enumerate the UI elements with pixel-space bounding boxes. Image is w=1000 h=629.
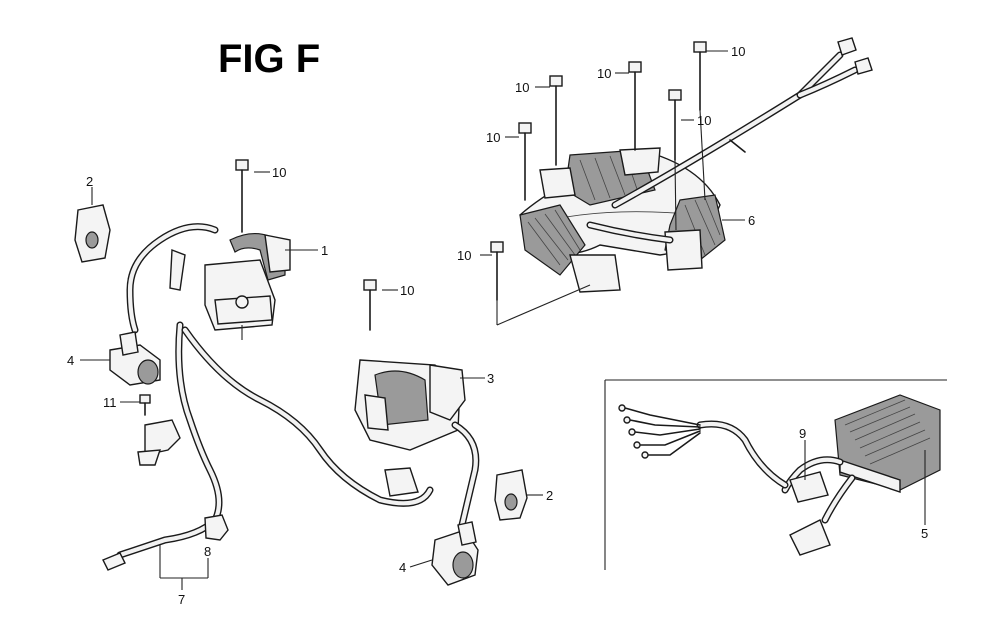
callout-4-plug-cap-upper: 4: [67, 353, 74, 368]
callout-10-bolt: 10: [486, 130, 500, 145]
callout-10-bolt: 10: [515, 80, 529, 95]
callout-1-ignition-coil: 1: [321, 243, 328, 258]
spark-plug-cap-upper: [109, 331, 161, 386]
callout-10-bolt: 10: [400, 283, 414, 298]
ignition-coil-upper: [204, 159, 291, 340]
regulator-rectifier: [781, 394, 941, 556]
stator-assembly: [519, 37, 873, 293]
grommet-right: [494, 469, 528, 521]
callout-8-connector: 9: [799, 426, 806, 441]
callout-7-harness: 7: [178, 592, 185, 607]
inset-frame: [604, 379, 947, 570]
bolt: [628, 61, 642, 151]
bolt: [549, 75, 563, 166]
callout-2-grommet-right: 2: [546, 488, 553, 503]
callout-10-bolt: 10: [697, 113, 711, 128]
bolt: [693, 41, 707, 201]
callout-2-grommet-left: 2: [86, 174, 93, 189]
callout-10-bolt: 10: [457, 248, 471, 263]
wiring-harness: [102, 223, 480, 571]
ignition-coil-lower: [354, 279, 466, 451]
spark-plug-cap-lower: [431, 521, 479, 586]
callout-9-clip: 8: [204, 544, 211, 559]
bolt: [668, 89, 682, 231]
clamp-part: [137, 394, 181, 466]
stator-bolts: [490, 41, 707, 326]
callout-10-bolt: 10: [731, 44, 745, 59]
callout-3-ignition-coil: 3: [487, 371, 494, 386]
callouts: 2 1 3 4 4 2 6 9 5 11 7 8 10 10 10 10 10 …: [67, 44, 928, 607]
callout-6-stator: 6: [748, 213, 755, 228]
bolt: [518, 122, 532, 201]
wire-clip: [204, 514, 229, 541]
bolt: [490, 241, 504, 301]
grommet-left: [74, 204, 111, 263]
leader-lines: [80, 50, 926, 590]
callout-10-bolt: 10: [597, 66, 611, 81]
callout-5-regulator: 5: [921, 526, 928, 541]
callout-11-bolt: 11: [103, 395, 117, 410]
regulator-wire-leads: [618, 404, 789, 489]
callout-4-plug-cap-lower: 4: [399, 560, 406, 575]
callout-10-bolt: 10: [272, 165, 286, 180]
figure-title: FIG F: [218, 37, 320, 81]
